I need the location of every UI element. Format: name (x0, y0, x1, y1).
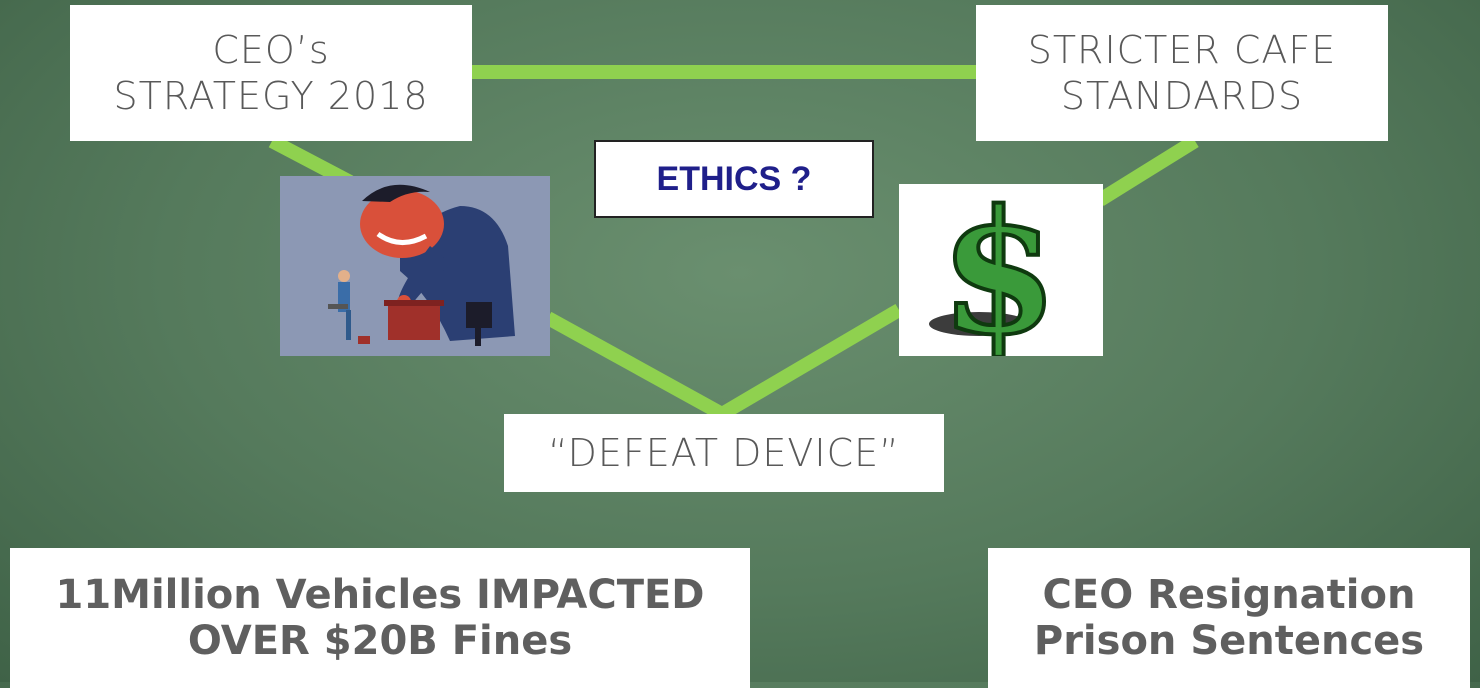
ceo-resignation-line-2: Prison Sentences (1033, 618, 1425, 664)
svg-text:$: $ (940, 184, 1058, 356)
ceo-resignation-line-1: CEO Resignation (1042, 572, 1416, 618)
boss-illustration (280, 176, 550, 356)
connector-boss-to-defeat (544, 311, 726, 421)
defeat-device-label: “DEFEAT DEVICE” (548, 431, 900, 475)
ceo-strategy-line-2: STRATEGY 2018 (113, 74, 429, 118)
cafe-standards-box: STRICTER CAFE STANDARDS (976, 5, 1388, 141)
defeat-device-box: “DEFEAT DEVICE” (504, 414, 944, 492)
ceo-strategy-line-1: CEO’s (212, 28, 330, 72)
connector-ceo-to-boss (268, 134, 354, 189)
ceo-strategy-box: CEO’s STRATEGY 2018 (70, 5, 472, 141)
cafe-standards-line-1: STRICTER CAFE (1027, 28, 1337, 72)
impact-box: 11Million Vehicles IMPACTED OVER $20B Fi… (10, 548, 750, 688)
boss-icon (280, 176, 550, 356)
impact-line-1: 11Million Vehicles IMPACTED (55, 572, 705, 618)
ceo-resignation-box: CEO Resignation Prison Sentences (988, 548, 1470, 688)
ethics-box: ETHICS ? (594, 140, 874, 218)
cafe-standards-line-2: STANDARDS (1060, 74, 1304, 118)
dollar-sign-icon: $ (899, 171, 1103, 375)
dollar-illustration: $ (899, 171, 1103, 375)
ethics-label: ETHICS ? (656, 159, 812, 198)
impact-line-2: OVER $20B Fines (187, 618, 573, 664)
connector-dollar-to-defeat (718, 303, 903, 421)
connector-cafe-to-dollar (1096, 135, 1199, 206)
